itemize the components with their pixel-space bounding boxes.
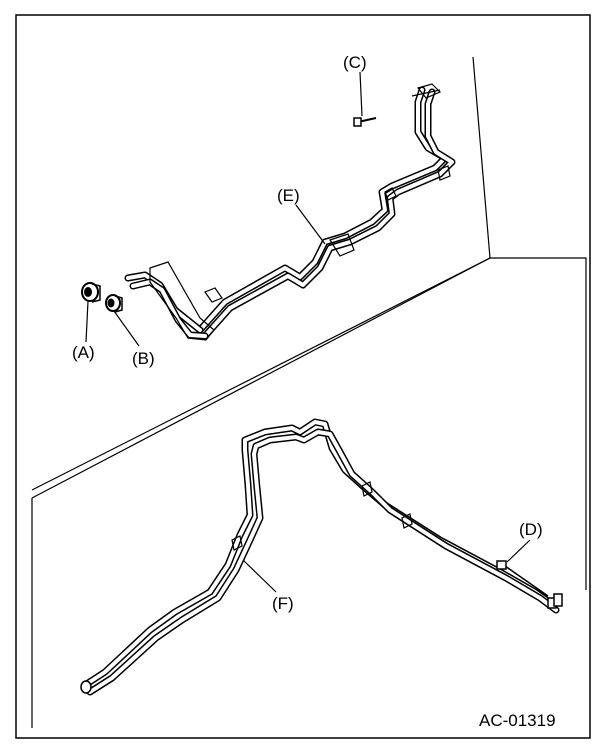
bolt-c xyxy=(353,117,377,127)
leader-c xyxy=(359,71,363,117)
figure-id: AC-01319 xyxy=(479,711,556,730)
fitting-b xyxy=(105,294,123,313)
callout-c: (C) xyxy=(343,53,367,72)
callout-e: (E) xyxy=(277,186,300,205)
leader-d xyxy=(506,539,531,563)
figure-frame xyxy=(15,14,591,739)
callout-b: (B) xyxy=(132,349,155,368)
leader-a xyxy=(85,300,89,343)
pipe-f xyxy=(80,418,563,696)
leader-b xyxy=(113,310,140,347)
fitting-a xyxy=(81,282,101,303)
callout-f: (F) xyxy=(272,594,294,613)
callout-d: (D) xyxy=(519,520,543,539)
pipe-e xyxy=(124,83,456,341)
leader-e xyxy=(295,204,326,245)
leader-f xyxy=(242,559,277,593)
bolt-d xyxy=(496,560,549,597)
callout-a: (A) xyxy=(72,343,95,362)
lower-panel-outline xyxy=(31,257,587,590)
